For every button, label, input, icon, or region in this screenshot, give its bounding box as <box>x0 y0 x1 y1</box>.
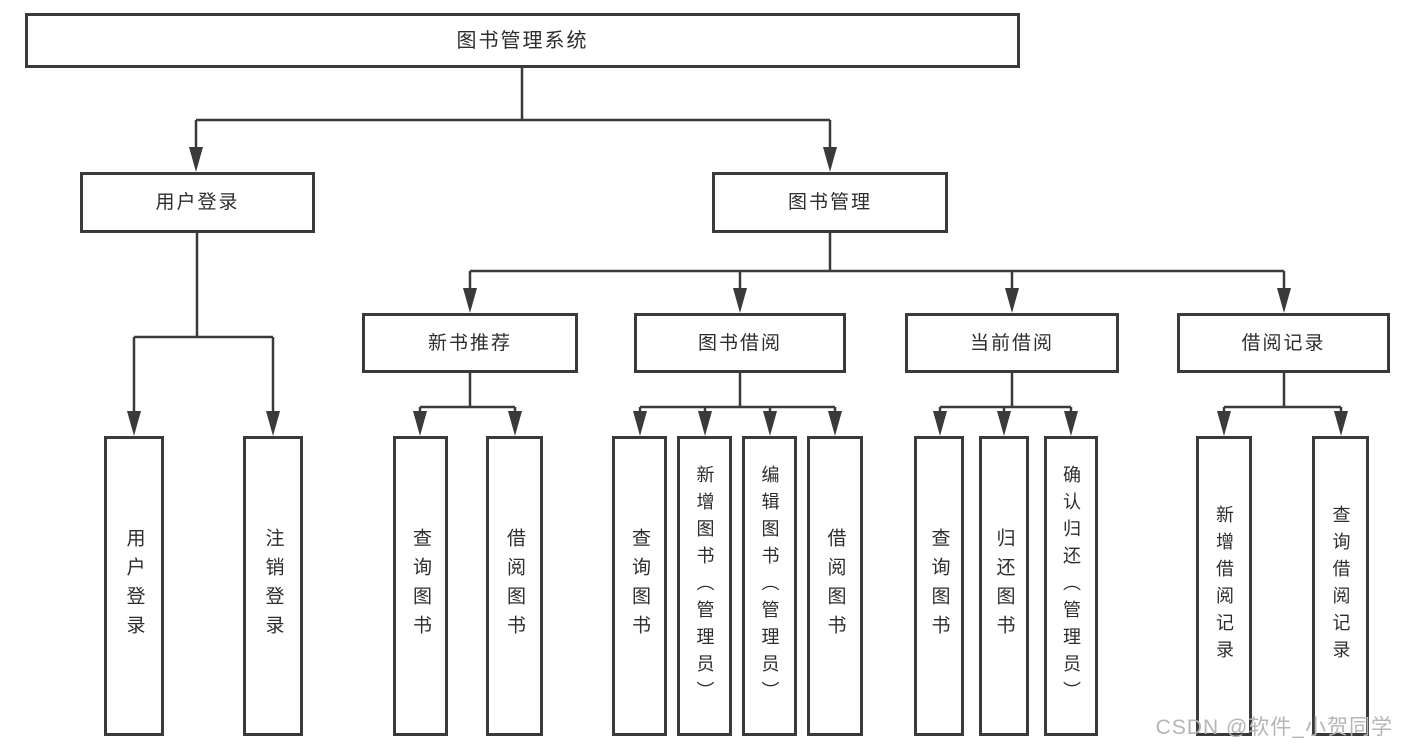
leaf-add-borrowing-record: 新增借阅记录 <box>1196 436 1252 736</box>
csdn-watermark: CSDN @软件_小贺同学 <box>1155 716 1393 739</box>
leaf-edit-book-admin: 编辑图书（管理员） <box>742 436 797 736</box>
leaf-query-borrowing-record: 查询借阅记录 <box>1312 436 1369 736</box>
node-library-management-system: 图书管理系统 <box>25 13 1020 68</box>
leaf-user-login: 用户登录 <box>104 436 164 736</box>
leaf-query-book-recommendation: 查询图书 <box>393 436 448 736</box>
node-borrowing-records: 借阅记录 <box>1177 313 1390 373</box>
leaf-add-book-admin: 新增图书（管理员） <box>677 436 732 736</box>
leaf-query-book-current: 查询图书 <box>914 436 964 736</box>
node-user-login: 用户登录 <box>80 172 315 233</box>
leaf-borrow-book-borrowing: 借阅图书 <box>807 436 863 736</box>
leaf-logout: 注销登录 <box>243 436 303 736</box>
node-book-borrowing: 图书借阅 <box>634 313 846 373</box>
leaf-confirm-return-admin: 确认归还（管理员） <box>1044 436 1098 736</box>
leaf-query-book-borrowing: 查询图书 <box>612 436 667 736</box>
node-book-management: 图书管理 <box>712 172 948 233</box>
node-current-borrowing: 当前借阅 <box>905 313 1119 373</box>
arrowheads <box>127 147 1348 436</box>
node-new-book-recommendation: 新书推荐 <box>362 313 578 373</box>
leaf-borrow-book-recommendation: 借阅图书 <box>486 436 543 736</box>
leaf-return-book: 归还图书 <box>979 436 1029 736</box>
